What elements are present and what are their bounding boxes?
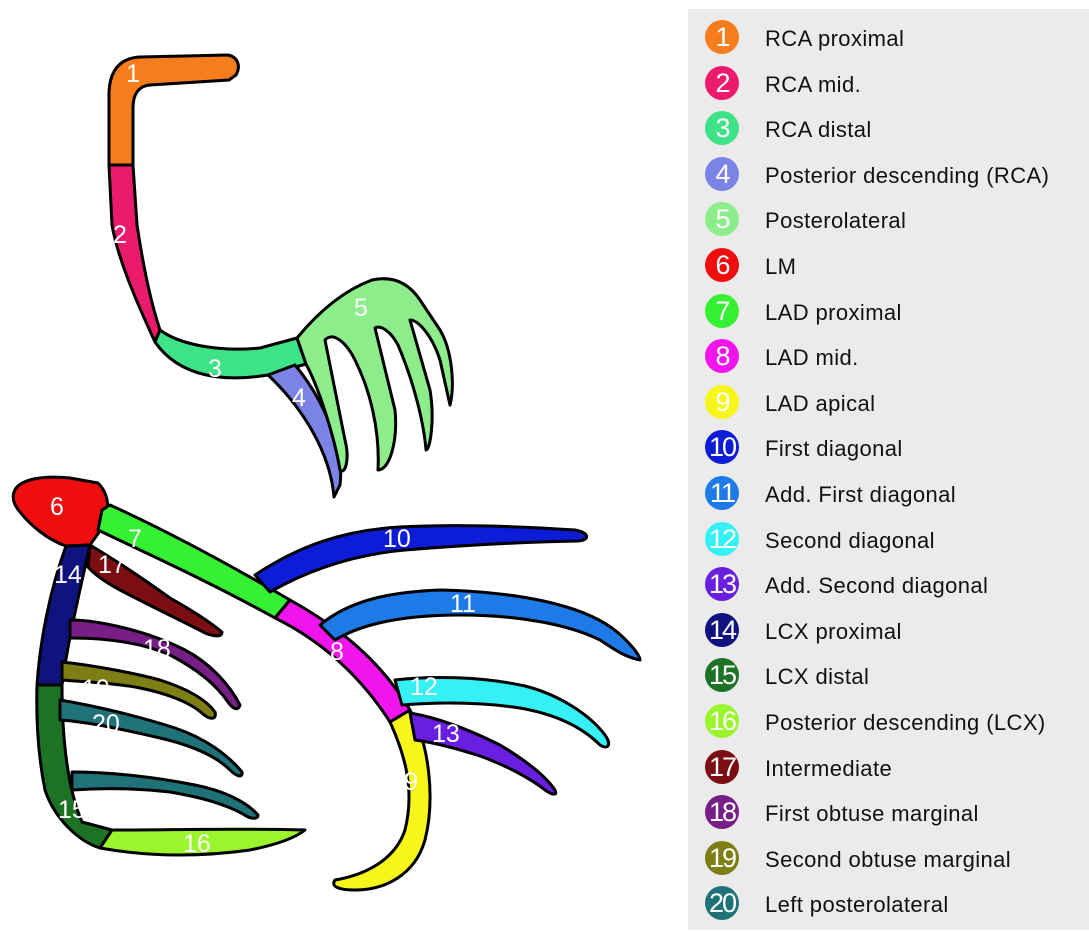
legend-item-16: 16 Posterior descending (LCX) (688, 699, 1089, 745)
legend-item-10: 10 First diagonal (688, 425, 1089, 471)
segment-number-7: 7 (128, 525, 142, 553)
segment-number-14: 14 (54, 561, 82, 589)
segment-number-4: 4 (292, 384, 306, 412)
segment-number-2: 2 (113, 221, 127, 249)
legend-item-19: 19 Second obtuse marginal (688, 836, 1089, 882)
segment-number-5: 5 (354, 294, 368, 322)
legend-badge: 11 (705, 476, 739, 510)
legend-badge: 14 (705, 613, 739, 647)
legend-badge: 6 (705, 248, 739, 282)
legend-badge: 3 (705, 111, 739, 145)
legend-badge: 9 (705, 385, 739, 419)
legend-badge: 18 (705, 795, 739, 829)
legend-item-9: 9 LAD apical (688, 380, 1089, 426)
legend-item-6: 6 LM (688, 243, 1089, 289)
segment-number-20: 20 (92, 710, 120, 738)
legend-label: LAD mid. (765, 345, 859, 371)
legend-label: LM (765, 254, 796, 280)
legend-badge: 15 (705, 658, 739, 692)
legend-label: LAD apical (765, 391, 875, 417)
legend-label: Add. First diagonal (765, 482, 956, 508)
vessel-10 (255, 526, 587, 592)
legend-label: Second obtuse marginal (765, 847, 1011, 873)
legend-item-18: 18 First obtuse marginal (688, 790, 1089, 836)
legend-label: Intermediate (765, 756, 892, 782)
legend-item-11: 11 Add. First diagonal (688, 471, 1089, 517)
segment-number-10: 10 (383, 525, 411, 553)
segment-number-15: 15 (58, 796, 86, 824)
legend-badge: 16 (705, 704, 739, 738)
legend-label: Second diagonal (765, 528, 935, 554)
legend-label: LCX proximal (765, 619, 902, 645)
legend-badge: 4 (705, 157, 739, 191)
legend-label: RCA distal (765, 117, 872, 143)
legend-item-15: 15 LCX distal (688, 653, 1089, 699)
segment-number-6: 6 (50, 493, 64, 521)
legend-label: Posterior descending (RCA) (765, 163, 1049, 189)
legend-item-1: 1 RCA proximal (688, 15, 1089, 61)
legend-label: Add. Second diagonal (765, 573, 988, 599)
legend-label: Posterolateral (765, 208, 906, 234)
legend-label: RCA mid. (765, 72, 861, 98)
segment-number-8: 8 (330, 638, 344, 666)
vessel-20b (72, 772, 258, 818)
legend-label: First obtuse marginal (765, 801, 979, 827)
legend-badge: 1 (705, 20, 739, 54)
legend-label: RCA proximal (765, 26, 904, 52)
legend-badge: 20 (705, 886, 739, 920)
legend-item-7: 7 LAD proximal (688, 289, 1089, 335)
segment-number-17: 17 (98, 551, 126, 579)
legend-item-13: 13 Add. Second diagonal (688, 562, 1089, 608)
vessel-11 (320, 590, 640, 660)
legend-item-3: 3 RCA distal (688, 106, 1089, 152)
legend-label: LCX distal (765, 664, 869, 690)
legend-badge: 2 (705, 66, 739, 100)
legend-item-12: 12 Second diagonal (688, 517, 1089, 563)
segment-number-3: 3 (208, 355, 222, 383)
segment-number-13: 13 (432, 720, 460, 748)
legend-item-17: 17 Intermediate (688, 745, 1089, 791)
legend-label: Posterior descending (LCX) (765, 710, 1046, 736)
legend-item-20: 20 Left posterolateral (688, 881, 1089, 927)
vessel-7 (98, 505, 290, 618)
legend-badge: 7 (705, 294, 739, 328)
segment-number-11: 11 (450, 590, 476, 618)
legend-item-14: 14 LCX proximal (688, 608, 1089, 654)
legend-label: First diagonal (765, 436, 903, 462)
legend-badge: 5 (705, 202, 739, 236)
vessel-2 (109, 165, 160, 342)
segment-number-12: 12 (410, 673, 438, 701)
segment-number-18: 18 (143, 635, 171, 663)
legend-item-4: 4 Posterior descending (RCA) (688, 152, 1089, 198)
legend-item-2: 2 RCA mid. (688, 61, 1089, 107)
legend-badge: 12 (705, 522, 739, 556)
legend-badge: 10 (705, 430, 739, 464)
legend-label: Left posterolateral (765, 892, 949, 918)
legend-badge: 8 (705, 339, 739, 373)
segment-number-9: 9 (404, 768, 418, 796)
legend-badge: 13 (705, 567, 739, 601)
segment-number-1: 1 (126, 60, 140, 88)
segment-number-16: 16 (183, 830, 211, 858)
segment-number-19: 19 (82, 675, 110, 703)
legend-badge: 19 (705, 841, 739, 875)
legend-label: LAD proximal (765, 300, 902, 326)
legend-item-8: 8 LAD mid. (688, 334, 1089, 380)
legend-badge: 17 (705, 750, 739, 784)
legend-item-5: 5 Posterolateral (688, 197, 1089, 243)
